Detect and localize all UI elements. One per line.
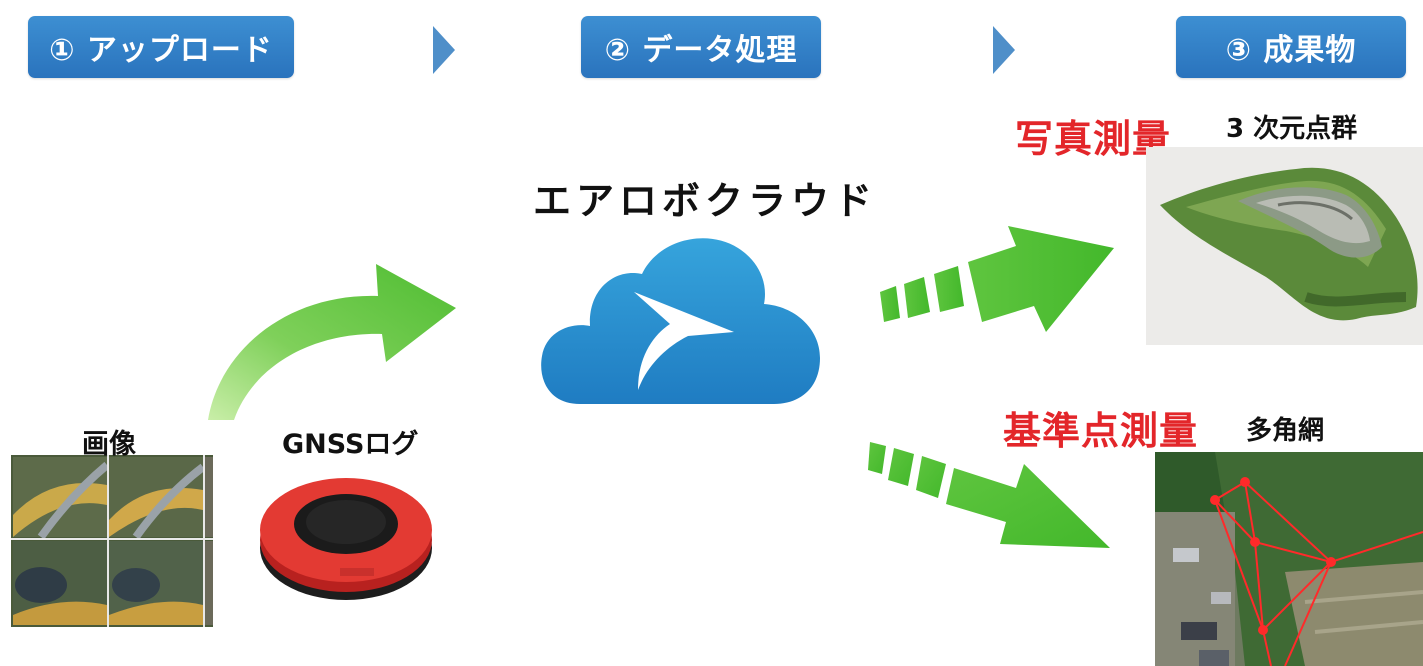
step-deliverables: ③ 成果物 <box>1176 16 1406 78</box>
step-processing: ② データ処理 <box>581 16 821 78</box>
photogrammetry-label: 写真測量 <box>1015 117 1172 161</box>
cloud-logo-icon <box>541 238 820 404</box>
image-label: 画像 <box>82 429 136 460</box>
cloud-service-name: エアロボクラウド <box>533 179 878 223</box>
dashed-arrow-icon <box>868 442 1110 548</box>
point-cloud-label: 3 次元点群 <box>1226 114 1358 144</box>
curved-arrow-icon <box>208 264 456 420</box>
point-cloud-image <box>1146 147 1423 345</box>
gnss-label: GNSSログ <box>282 429 419 460</box>
step-upload: ① アップロード <box>28 16 294 78</box>
chevron-right-icon <box>993 26 1015 74</box>
chevron-right-icon <box>433 26 455 74</box>
traverse-network-map <box>1155 452 1423 666</box>
control-point-survey-label: 基準点測量 <box>1003 409 1199 453</box>
dashed-arrow-icon <box>880 226 1114 332</box>
traverse-network-label: 多角網 <box>1246 416 1325 446</box>
gnss-receiver-icon <box>260 478 432 600</box>
aerial-images-thumbnail <box>11 455 213 627</box>
